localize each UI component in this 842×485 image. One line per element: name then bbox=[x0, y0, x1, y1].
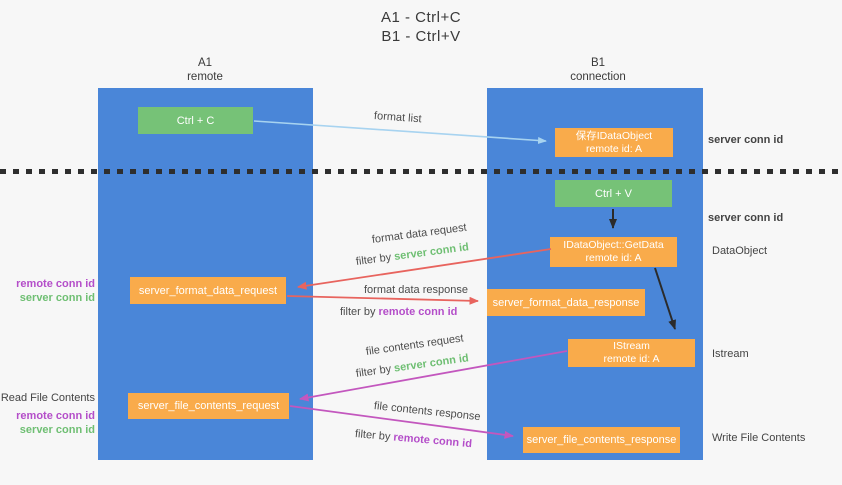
column-a1-name: A1 bbox=[197, 57, 213, 69]
node-server-format-data-response: server_format_data_response bbox=[487, 289, 645, 316]
label-conn-ids-left-bottom: remote conn id server conn id bbox=[0, 409, 95, 437]
label-dataobject: DataObject bbox=[712, 245, 768, 257]
node-ctrl-c-label: Ctrl + C bbox=[176, 114, 215, 127]
node-idataobject-getdata: IDataObject::GetData remote id: A bbox=[550, 237, 677, 267]
node-server-file-contents-request: server_file_contents_request bbox=[128, 393, 289, 419]
node-server-file-contents-response: server_file_contents_response bbox=[523, 427, 680, 453]
column-b1-subtitle: connection bbox=[570, 71, 626, 83]
label-read-file-contents: Read File Contents bbox=[0, 392, 95, 404]
label-format-list-text: format list bbox=[373, 110, 422, 126]
filter-prefix-4: filter by bbox=[354, 428, 394, 444]
label-filter-remote-conn-1: filter by remote conn id bbox=[340, 306, 457, 318]
node-format-request-label: server_format_data_request bbox=[138, 284, 278, 297]
filter-prefix-1: filter by bbox=[355, 251, 395, 268]
label-write-file-contents: Write File Contents bbox=[712, 432, 806, 444]
label-format-data-response: format data response bbox=[364, 284, 468, 296]
node-server-format-data-request: server_format_data_request bbox=[130, 277, 286, 304]
label-file-contents-response: file contents response bbox=[373, 400, 481, 423]
diagram-title: A1 - Ctrl+C B1 - Ctrl+V bbox=[0, 8, 842, 46]
label-istream: Istream bbox=[712, 348, 749, 360]
title-line-2: B1 - Ctrl+V bbox=[381, 28, 461, 45]
label-remote-conn-id-left-top: remote conn id bbox=[16, 278, 95, 290]
label-format-data-response-text: format data response bbox=[364, 284, 468, 296]
node-getdata-line1: IDataObject::GetData bbox=[563, 239, 664, 251]
node-ctrl-v-label: Ctrl + V bbox=[595, 187, 632, 200]
filter-key-server-conn-2: server conn id bbox=[393, 352, 470, 375]
node-save-dataobject-line2: remote id: A bbox=[585, 142, 643, 155]
label-conn-ids-left-top: remote conn id server conn id bbox=[0, 277, 95, 305]
node-ctrl-c: Ctrl + C bbox=[138, 107, 253, 134]
label-server-conn-id-right-mid: server conn id bbox=[708, 212, 784, 224]
dotted-divider-line bbox=[0, 169, 842, 174]
node-save-dataobject-line1: 保存IDataObject bbox=[575, 129, 653, 142]
node-istream: IStream remote id: A bbox=[568, 339, 695, 367]
column-header-b1: B1 connection bbox=[538, 56, 658, 84]
filter-key-remote-conn-2: remote conn id bbox=[392, 431, 473, 451]
label-remote-conn-id-left-bottom: remote conn id bbox=[16, 410, 95, 422]
title-line-1: A1 - Ctrl+C bbox=[380, 9, 462, 26]
filter-prefix-2: filter by bbox=[340, 306, 379, 318]
node-file-response-label: server_file_contents_response bbox=[526, 434, 677, 446]
column-b1-name: B1 bbox=[590, 57, 606, 69]
label-file-contents-response-text: file contents response bbox=[373, 400, 482, 424]
label-server-conn-id-right-top: server conn id bbox=[708, 134, 784, 146]
filter-key-server-conn-1: server conn id bbox=[393, 241, 470, 263]
filter-prefix-3: filter by bbox=[355, 362, 395, 380]
node-istream-line2: remote id: A bbox=[603, 353, 660, 365]
node-istream-line1: IStream bbox=[613, 340, 650, 352]
filter-key-remote-conn-1: remote conn id bbox=[378, 306, 458, 318]
column-header-a1: A1 remote bbox=[145, 56, 265, 84]
label-filter-remote-conn-2: filter by remote conn id bbox=[354, 428, 472, 450]
label-server-conn-id-left-bottom: server conn id bbox=[19, 424, 95, 436]
label-format-list: format list bbox=[374, 110, 422, 125]
column-a1-subtitle: remote bbox=[187, 71, 223, 83]
node-getdata-line2: remote id: A bbox=[585, 252, 642, 264]
arrow-format-data-response bbox=[286, 295, 479, 305]
node-file-request-label: server_file_contents_request bbox=[137, 400, 280, 412]
node-save-dataobject: 保存IDataObject remote id: A bbox=[555, 128, 673, 157]
node-format-response-label: server_format_data_response bbox=[492, 296, 640, 309]
node-ctrl-v: Ctrl + V bbox=[555, 180, 672, 207]
label-server-conn-id-left-top: server conn id bbox=[19, 292, 95, 304]
